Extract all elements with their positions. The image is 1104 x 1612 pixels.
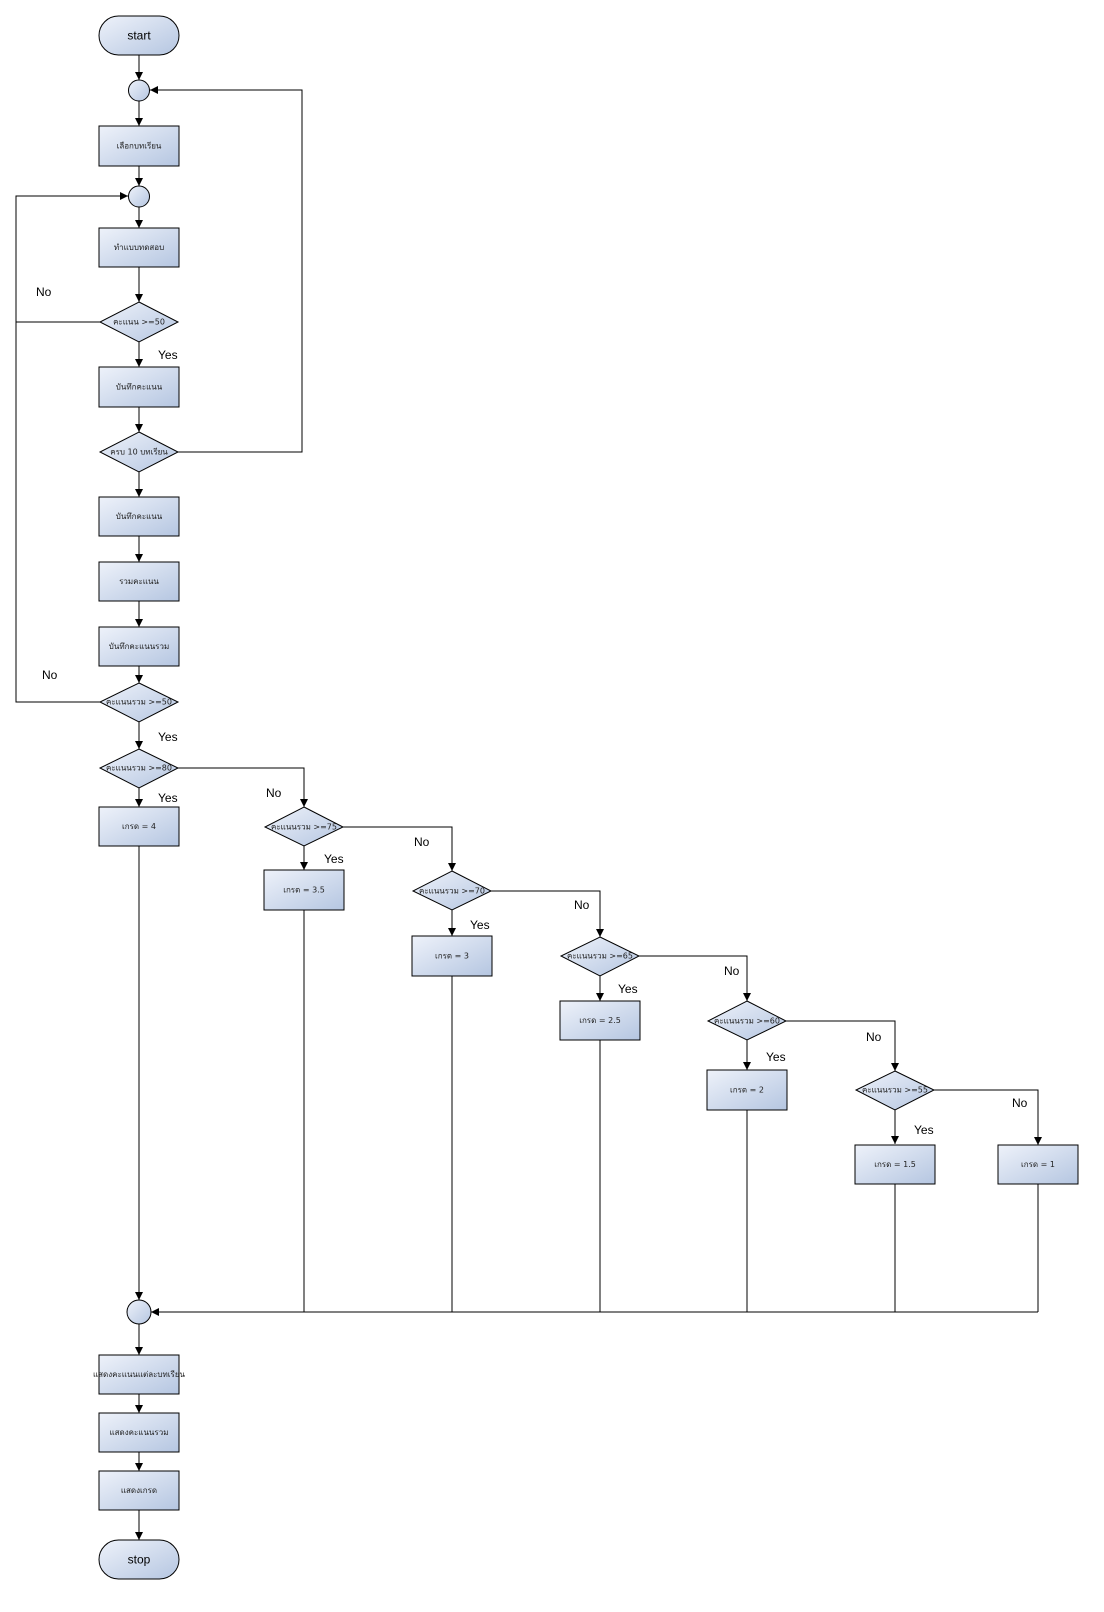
label-yes-score50: Yes	[158, 348, 178, 362]
stop-label: stop	[128, 1553, 151, 1567]
start-label: start	[127, 29, 151, 43]
grade-1-label: เกรด = 1	[1021, 1160, 1055, 1169]
record-score-2-label: บันทึกคะแนน	[116, 512, 163, 521]
label-yes-total80: Yes	[158, 791, 178, 805]
edge-total75-no	[343, 826, 456, 871]
nodes: start เลือกบทเรียน ทำแบบทดสอบ คะแนน >=50…	[93, 15, 1079, 1580]
grade-3-label: เกรด = 3	[435, 952, 469, 961]
decision-total-ge-80: คะแนนรวม >=80	[98, 748, 180, 789]
edge-complete10-no	[150, 86, 303, 453]
label-no-total50: No	[42, 668, 58, 682]
process-grade-3-5: เกรด = 3.5	[263, 869, 345, 911]
grade-25-label: เกรด = 2.5	[579, 1016, 621, 1025]
total-ge-70-label: คะแนนรวม >=70	[419, 887, 485, 896]
decision-total-ge-60: คะแนนรวม >=60	[706, 1000, 788, 1041]
edge-total80-no	[178, 767, 308, 807]
record-total-label: บันทึกคะแนนรวม	[109, 642, 169, 651]
total-ge-60-label: คะแนนรวม >=60	[714, 1017, 780, 1026]
junction-lesson-loop	[128, 79, 150, 102]
edges	[15, 55, 1042, 1540]
grade-2-label: เกรด = 2	[730, 1086, 764, 1095]
label-yes-total50: Yes	[158, 730, 178, 744]
choose-lesson-label: เลือกบทเรียน	[117, 142, 162, 151]
junction-merge	[126, 1299, 152, 1325]
record-score-1-label: บันทึกคะแนน	[116, 383, 163, 392]
label-yes-total65: Yes	[618, 982, 638, 996]
process-grade-1-5: เกรด = 1.5	[854, 1144, 936, 1185]
edge-total60-no	[786, 1020, 899, 1071]
label-no-total55: No	[1012, 1096, 1028, 1110]
junction-test-loop	[128, 185, 150, 208]
decision-total-ge-50: คะแนนรวม >=50	[98, 682, 180, 723]
total-ge-50-label: คะแนนรวม >=50	[106, 698, 172, 707]
process-grade-2: เกรด = 2	[706, 1069, 788, 1111]
complete-10-label: ครบ 10 บทเรียน	[110, 448, 168, 457]
total-ge-65-label: คะแนนรวม >=65	[567, 952, 633, 961]
decision-complete-10: ครบ 10 บทเรียน	[98, 431, 180, 473]
sum-score-label: รวมคะแนน	[119, 577, 159, 586]
score-ge-50-label: คะแนน >=50	[113, 318, 165, 327]
grade-35-label: เกรด = 3.5	[283, 886, 325, 895]
process-record-score-1: บันทึกคะแนน	[98, 366, 180, 408]
edge-total50-no	[15, 322, 100, 703]
process-record-total: บันทึกคะแนนรวม	[98, 626, 180, 667]
edge-total55-no	[934, 1089, 1042, 1145]
show-grade-label: แสดงเกรด	[121, 1486, 157, 1495]
label-yes-total70: Yes	[470, 918, 490, 932]
process-do-test: ทำแบบทดสอบ	[98, 227, 180, 268]
edge-total65-no	[639, 955, 751, 1001]
label-no-total60: No	[866, 1030, 882, 1044]
total-ge-55-label: คะแนนรวม >=55	[862, 1086, 928, 1095]
label-no-score50: No	[36, 285, 52, 299]
process-sum-score: รวมคะแนน	[98, 561, 180, 602]
decision-total-ge-65: คะแนนรวม >=65	[559, 936, 641, 977]
process-show-each-lesson: แสดงคะแนนแต่ละบทเรียน	[93, 1354, 186, 1395]
label-no-total65: No	[724, 964, 740, 978]
label-yes-total75: Yes	[324, 852, 344, 866]
total-ge-75-label: คะแนนรวม >=75	[271, 823, 337, 832]
label-yes-total55: Yes	[914, 1123, 934, 1137]
process-record-score-2: บันทึกคะแนน	[98, 496, 180, 537]
edge-decision50-no	[15, 192, 128, 323]
process-choose-lesson: เลือกบทเรียน	[98, 125, 180, 167]
label-yes-total60: Yes	[766, 1050, 786, 1064]
process-show-grade: แสดงเกรด	[98, 1470, 180, 1511]
label-no-total80: No	[266, 786, 282, 800]
stop-terminator: stop	[98, 1539, 180, 1580]
process-grade-2-5: เกรด = 2.5	[559, 1000, 641, 1041]
grade-4-label: เกรด = 4	[122, 822, 156, 831]
total-ge-80-label: คะแนนรวม >=80	[106, 764, 172, 773]
decision-total-ge-75: คะแนนรวม >=75	[263, 806, 345, 847]
label-no-total75: No	[414, 835, 430, 849]
show-each-label: แสดงคะแนนแต่ละบทเรียน	[93, 1370, 186, 1379]
decision-total-ge-55: คะแนนรวม >=55	[854, 1070, 936, 1111]
label-no-total70: No	[574, 898, 590, 912]
process-grade-1: เกรด = 1	[997, 1144, 1079, 1185]
decision-score-ge-50: คะแนน >=50	[98, 301, 180, 343]
process-grade-4: เกรด = 4	[98, 806, 180, 847]
decision-total-ge-70: คะแนนรวม >=70	[411, 870, 493, 911]
do-test-label: ทำแบบทดสอบ	[114, 243, 164, 252]
start-terminator: start	[98, 15, 180, 56]
edge-total70-no	[491, 890, 604, 937]
grade-15-label: เกรด = 1.5	[874, 1160, 916, 1169]
process-show-total: แสดงคะแนนรวม	[98, 1412, 180, 1453]
show-total-label: แสดงคะแนนรวม	[110, 1428, 169, 1437]
edge-labels: No Yes No Yes Yes No Yes No Yes No Yes N…	[36, 285, 1028, 1137]
process-grade-3: เกรด = 3	[411, 935, 493, 977]
